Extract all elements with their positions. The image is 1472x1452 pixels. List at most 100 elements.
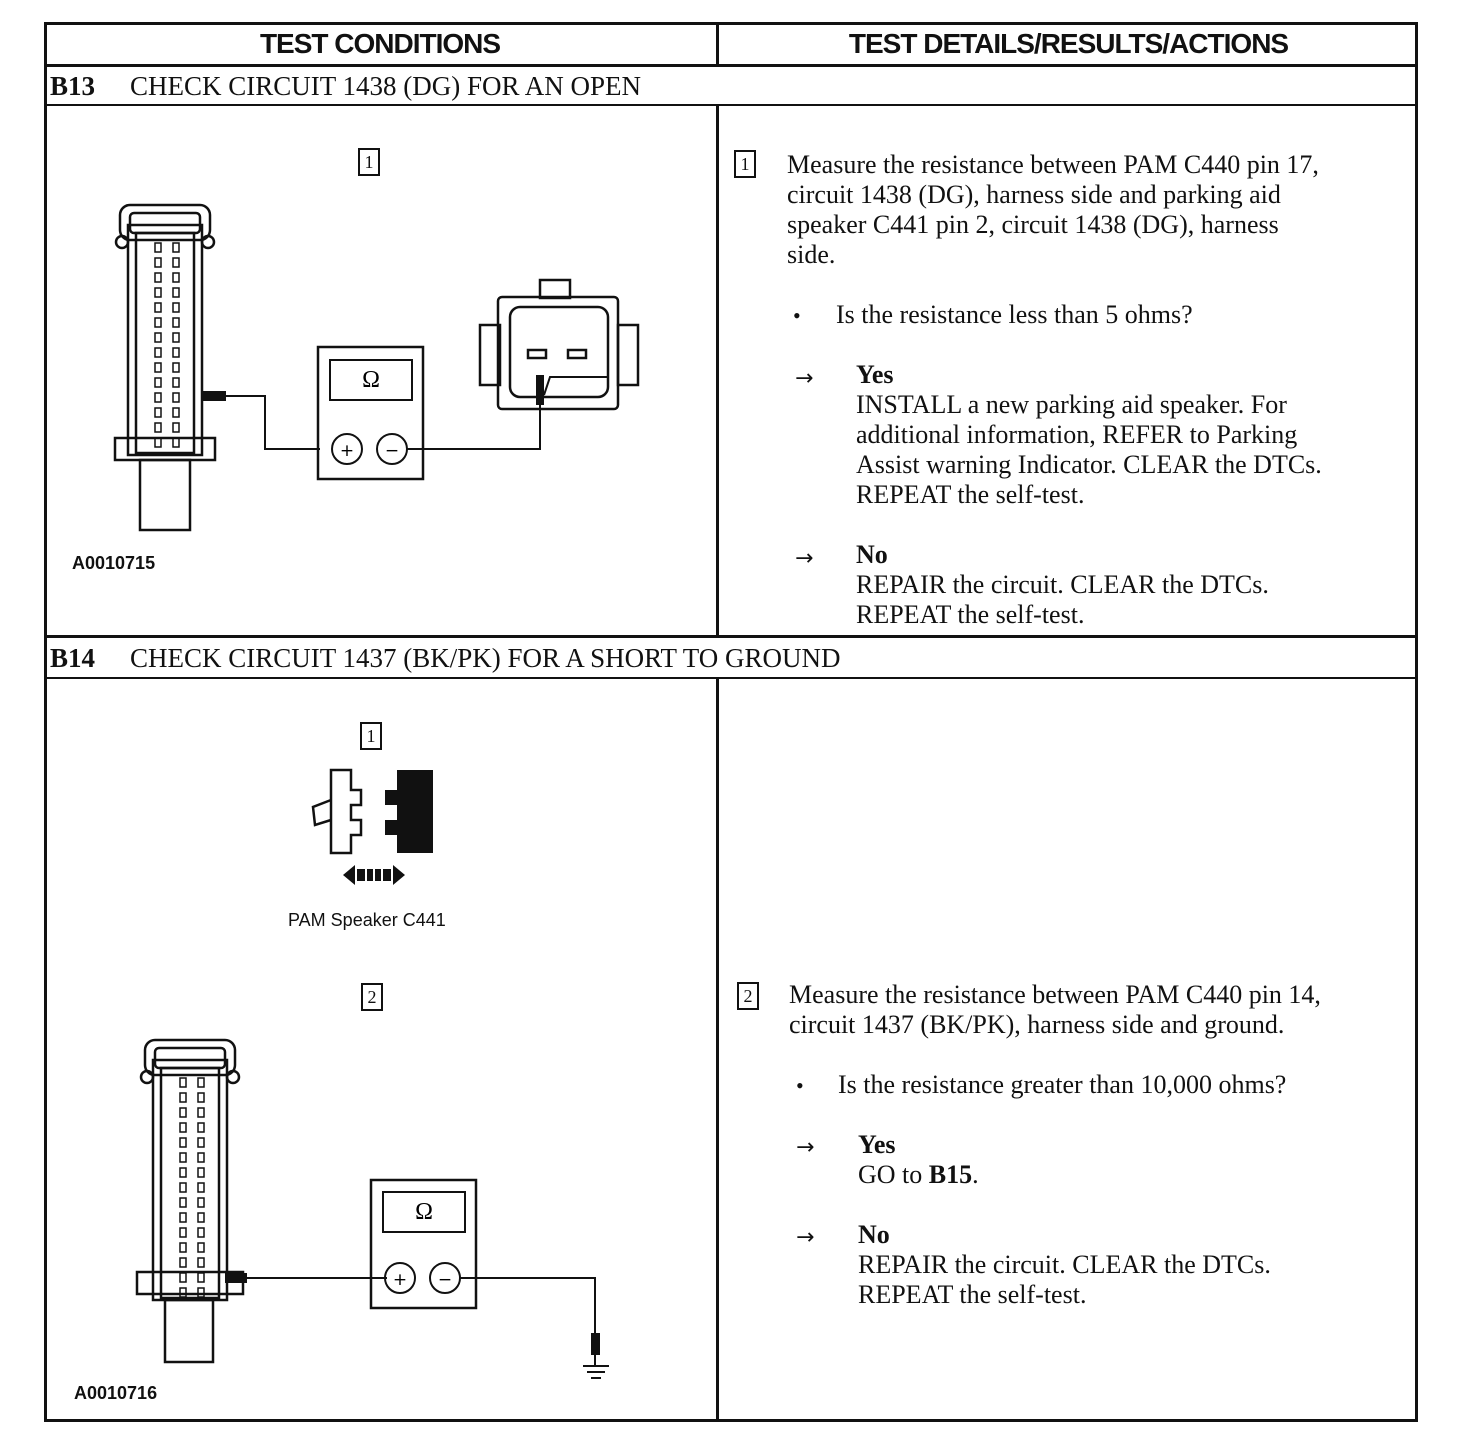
connector-pin [154, 377, 162, 388]
connector-pin [179, 1182, 187, 1193]
connector-pin [154, 422, 162, 433]
connector-pin [154, 437, 162, 448]
connector-pin [179, 1197, 187, 1208]
connector-pin [197, 1197, 205, 1208]
yes-arrow-icon: → [796, 1135, 815, 1160]
step-id: B13 [50, 70, 96, 101]
connector-pin [172, 437, 180, 448]
b13-wiring-diagram: Ω + − [113, 203, 640, 532]
connector-pin [179, 1077, 187, 1088]
connector-pin [172, 257, 180, 268]
header-divider [44, 64, 1418, 67]
question-text: Is the resistance greater than 10,000 oh… [838, 1070, 1287, 1099]
figure-id: A0010716 [74, 1383, 158, 1403]
connector-pin [179, 1122, 187, 1133]
connector-pin [197, 1167, 205, 1178]
speaker-connector-icon [478, 278, 640, 411]
step-title-text: CHECK CIRCUIT 1438 (DG) FOR AN OPEN [130, 70, 642, 101]
connector-pin [154, 392, 162, 403]
column-divider [716, 22, 719, 1422]
connector-pin [154, 362, 162, 373]
probe [225, 1273, 247, 1283]
connector-pin [197, 1152, 205, 1163]
connector-pin [197, 1212, 205, 1223]
connector-icon [135, 1038, 245, 1364]
connector-pin [197, 1257, 205, 1268]
connector-pin [179, 1092, 187, 1103]
connector-pin [179, 1137, 187, 1148]
step-number-box: 2 [737, 982, 759, 1010]
connector-pin [197, 1092, 205, 1103]
connector-pins [154, 242, 180, 448]
connector-pin [179, 1167, 187, 1178]
connector-pin [197, 1077, 205, 1088]
connector-pin [179, 1257, 187, 1268]
connector-icon [113, 203, 217, 532]
omega-symbol: Ω [415, 1199, 433, 1225]
connector-pin [154, 317, 162, 328]
connector-pin [154, 257, 162, 268]
disconnect-figure [311, 768, 433, 885]
connector-pin [154, 272, 162, 283]
connector-pins [179, 1077, 205, 1298]
connector-pin [172, 362, 180, 373]
connector-pin [179, 1212, 187, 1223]
step-title-b13: B13 CHECK CIRCUIT 1438 (DG) FOR AN OPEN [50, 66, 641, 106]
yes-action: Yes GO to B15. [858, 1130, 979, 1189]
figure-id: A0010715 [72, 553, 156, 573]
connector-pin [179, 1227, 187, 1238]
figure-step-number: 2 [361, 983, 383, 1011]
connector-pin [179, 1287, 187, 1298]
ground-icon [583, 1355, 609, 1379]
header-test-conditions: TEST CONDITIONS [259, 28, 501, 59]
connector-pin [172, 407, 180, 418]
connector-pin [197, 1272, 205, 1283]
connector-pin [172, 332, 180, 343]
connector-pin [172, 377, 180, 388]
instruction-text: Measure the resistance between PAM C440 … [789, 980, 1321, 1039]
no-arrow-icon: → [796, 1225, 815, 1250]
step-title-b14: B14 CHECK CIRCUIT 1437 (BK/PK) FOR A SHO… [50, 638, 841, 678]
b13-title-divider [44, 104, 1418, 106]
connector-pin [172, 347, 180, 358]
step-id: B14 [50, 642, 96, 673]
connector-pin [197, 1227, 205, 1238]
connector-pin [154, 407, 162, 418]
connector-pin [172, 317, 180, 328]
b14-title-bottom-divider [44, 677, 1418, 679]
question-text: Is the resistance less than 5 ohms? [836, 300, 1193, 329]
figure-step-number: 1 [360, 722, 382, 750]
bullet: • [796, 1073, 804, 1098]
test-table [44, 22, 1418, 1422]
connector-pin [197, 1182, 205, 1193]
connector-pin [197, 1242, 205, 1253]
step-title-text: CHECK CIRCUIT 1437 (BK/PK) FOR A SHORT T… [130, 642, 841, 673]
connector-pin [179, 1152, 187, 1163]
header-test-details: TEST DETAILS/RESULTS/ACTIONS [848, 28, 1289, 59]
connector-pin [172, 392, 180, 403]
minus-terminal: − [385, 441, 399, 461]
connector-pin [172, 242, 180, 253]
connector-pin [154, 347, 162, 358]
step-number-box: 1 [734, 150, 756, 178]
connector-pin [154, 287, 162, 298]
instruction-text: Measure the resistance between PAM C440 … [787, 150, 1319, 269]
minus-terminal: − [438, 1270, 452, 1290]
bullet: • [793, 303, 801, 328]
connector-pin [179, 1272, 187, 1283]
connector-pin [154, 332, 162, 343]
no-arrow-icon: → [795, 546, 814, 571]
connector-pin [197, 1107, 205, 1118]
omega-symbol: Ω [362, 367, 380, 393]
plus-terminal: + [393, 1270, 407, 1290]
disconnect-arrow-icon [343, 865, 405, 885]
ground-probe [591, 1333, 600, 1355]
connector-pin [197, 1122, 205, 1133]
connector-pin [179, 1107, 187, 1118]
speaker-probe [536, 375, 544, 405]
yes-action: Yes INSTALL a new parking aid speaker. F… [856, 360, 1322, 509]
b14-wiring-diagram: Ω + − [135, 1038, 609, 1379]
no-action: No REPAIR the circuit. CLEAR the DTCs. R… [858, 1220, 1271, 1309]
connector-pin [172, 272, 180, 283]
connector-pin [179, 1242, 187, 1253]
